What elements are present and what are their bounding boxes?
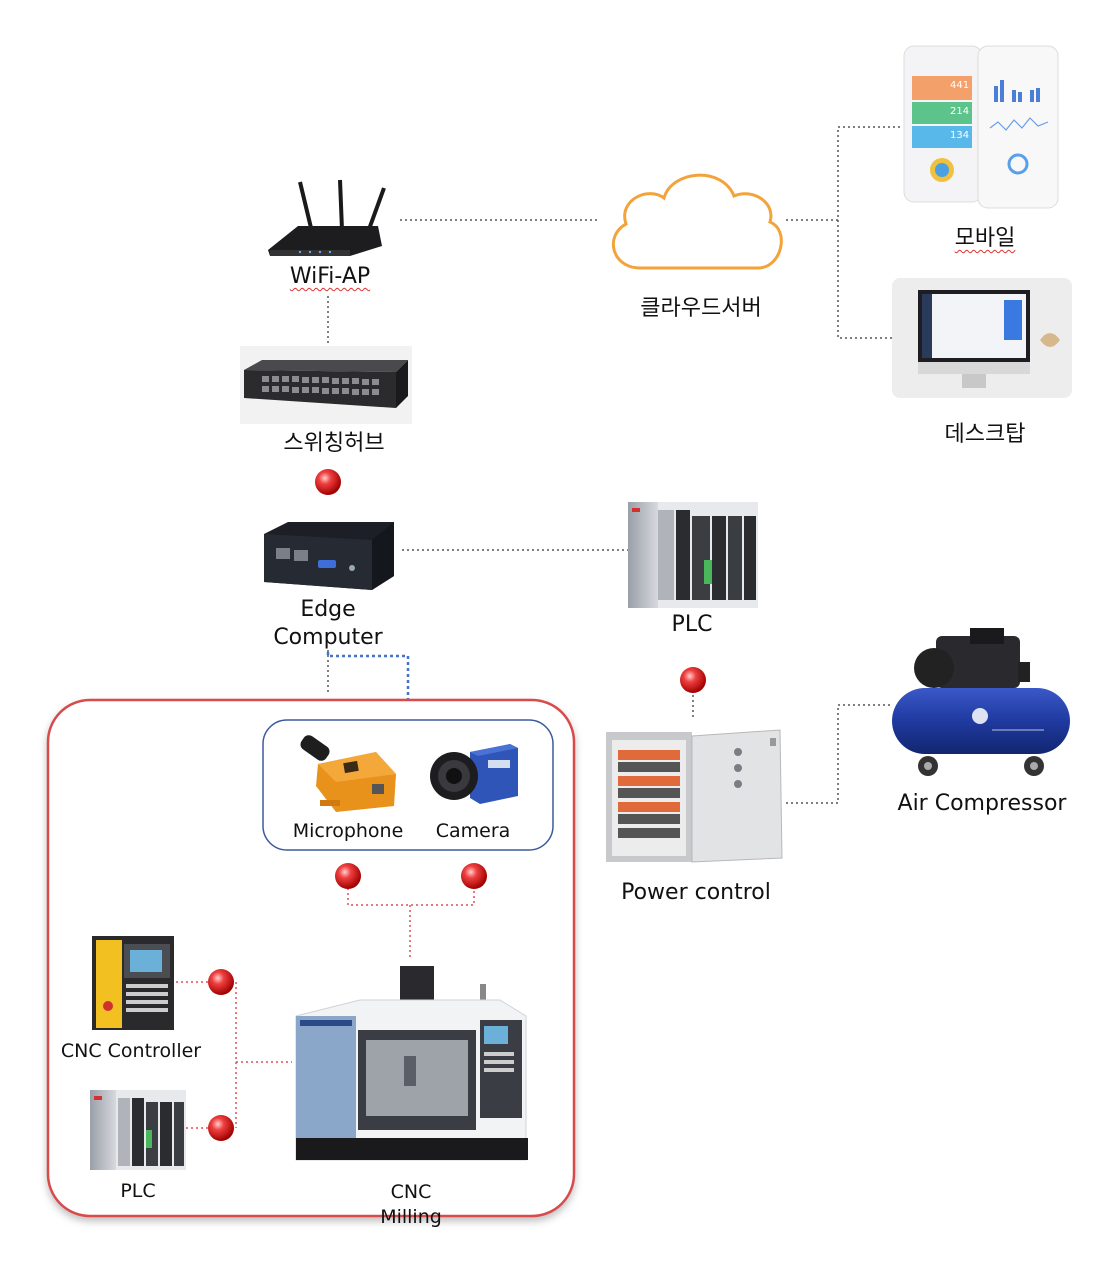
edge-computer-label-line2: Computer xyxy=(273,625,383,650)
node-dot xyxy=(315,469,341,495)
switch-hub-label: 스위칭허브 xyxy=(283,431,385,456)
microphone-label: Microphone xyxy=(292,820,404,842)
node-dot xyxy=(461,863,487,889)
desktop-monitor-icon xyxy=(892,278,1072,398)
red-nodes xyxy=(208,469,706,1141)
plc-rack-icon xyxy=(628,502,758,608)
power-control-label: Power control xyxy=(621,880,771,905)
cnc-milling-label-line1: CNC xyxy=(390,1181,432,1203)
plc-rack-icon xyxy=(90,1090,186,1170)
air-compressor-label: Air Compressor xyxy=(897,791,1067,816)
cnc-milling-label-line2: Milling xyxy=(380,1206,442,1228)
mobile-label: 모바일 xyxy=(954,226,1016,251)
air-compressor-icon xyxy=(892,628,1070,776)
wifi-ap-label: WiFi-AP xyxy=(289,264,371,289)
connection-lines xyxy=(327,126,902,804)
line-cloud-mobile xyxy=(786,126,902,221)
edge-computer-icon xyxy=(264,522,394,590)
phone-value-1: 441 xyxy=(950,80,970,91)
line-power-compressor xyxy=(786,704,893,804)
phone-value-3: 134 xyxy=(950,130,970,141)
cnc-controller-icon xyxy=(92,936,174,1030)
edge-computer-label-line1: Edge xyxy=(300,597,356,622)
node-dot xyxy=(208,969,234,995)
edge-computer-label: Edge Computer xyxy=(256,596,400,652)
switch-hub-icon xyxy=(240,346,412,424)
plc-bottom-label: PLC xyxy=(120,1180,156,1202)
industrial-camera-icon xyxy=(430,744,518,804)
cnc-controller-label: CNC Controller xyxy=(60,1040,202,1062)
plc-top-label: PLC xyxy=(671,612,713,637)
red-connection-lines xyxy=(176,888,475,1129)
cnc-milling-machine-icon xyxy=(295,966,528,1161)
phone-value-2: 214 xyxy=(950,106,970,117)
cloud-icon xyxy=(611,173,783,270)
cloud-server-label: 클라우드서버 xyxy=(640,296,762,321)
microphone-sensor-icon xyxy=(300,735,396,812)
node-dot xyxy=(208,1115,234,1141)
desktop-label: 데스크탑 xyxy=(944,422,1026,447)
cnc-milling-label: CNC Milling xyxy=(366,1180,456,1230)
node-dot xyxy=(680,667,706,693)
line-cloud-desktop xyxy=(837,220,892,339)
camera-label: Camera xyxy=(435,820,511,842)
node-dot xyxy=(335,863,361,889)
router-icon xyxy=(268,179,386,256)
power-control-cabinet-icon xyxy=(606,729,783,863)
mobile-phones-icon xyxy=(903,45,1059,209)
